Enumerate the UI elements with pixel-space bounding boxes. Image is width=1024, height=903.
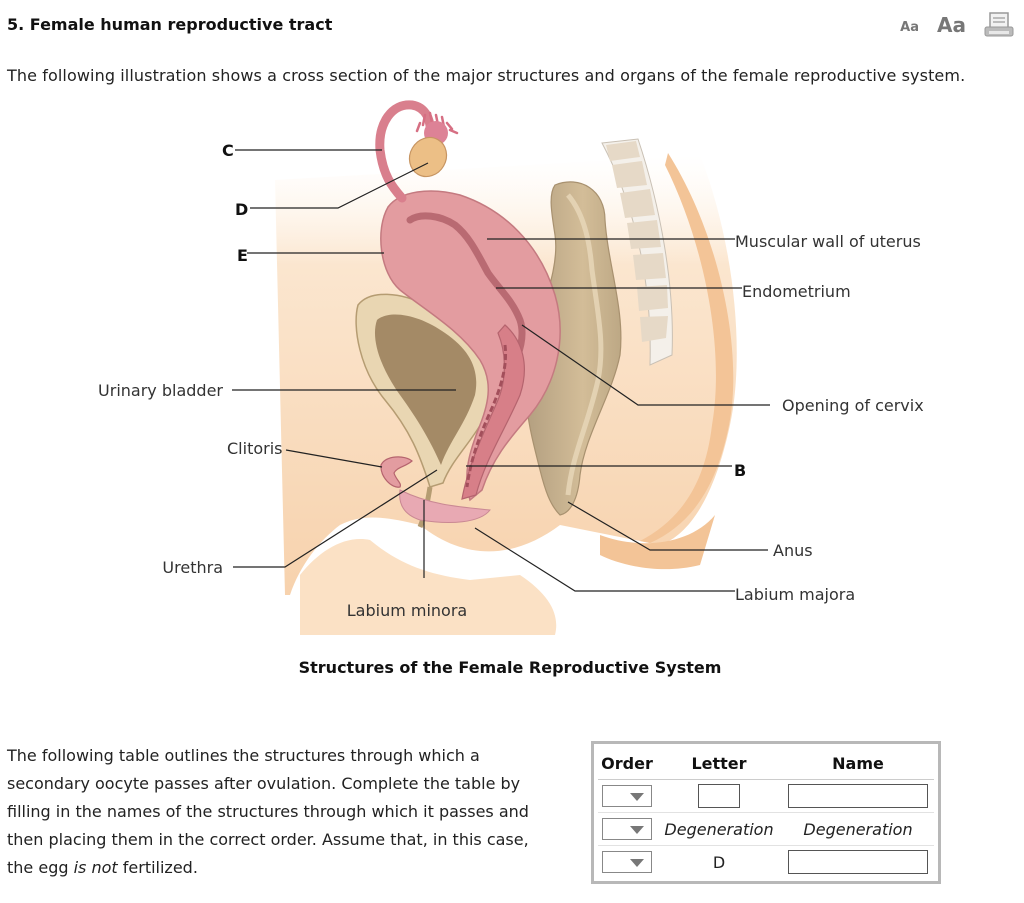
answer-table: Order Letter Name Degeneration Degenerat…: [591, 741, 941, 884]
font-size-large-button[interactable]: Aa: [937, 13, 966, 37]
table-row: D: [598, 846, 934, 879]
letter-cell: D: [712, 852, 726, 872]
uterus: [380, 190, 561, 502]
question-emphasis: is not: [73, 858, 118, 877]
table-row: [598, 779, 934, 813]
label-lines: [232, 149, 770, 592]
print-icon[interactable]: [984, 12, 1014, 38]
chevron-down-icon: [630, 793, 644, 801]
figure-caption: Structures of the Female Reproductive Sy…: [298, 658, 722, 677]
letter-input[interactable]: [698, 784, 740, 808]
label-urethra: Urethra: [162, 558, 223, 577]
spine: [601, 138, 673, 366]
ovary: [408, 136, 448, 178]
question-title: 5. Female human reproductive tract: [7, 15, 333, 34]
label-b: B: [734, 461, 746, 480]
letter-header: Letter: [656, 750, 782, 780]
labia: [399, 489, 491, 524]
label-urinary-bladder: Urinary bladder: [98, 381, 223, 400]
label-c: C: [222, 141, 234, 160]
endometrium: [406, 212, 526, 369]
thigh-skin: [300, 539, 557, 635]
label-endometrium: Endometrium: [742, 282, 851, 301]
name-header: Name: [782, 750, 934, 780]
chevron-down-icon: [630, 826, 644, 834]
name-cell: Degeneration: [803, 819, 913, 839]
clitoris: [380, 456, 413, 488]
question-text-part1: The following table outlines the structu…: [7, 746, 529, 877]
font-size-small-button[interactable]: Aa: [900, 20, 920, 35]
letter-cell: Degeneration: [664, 819, 774, 839]
question-text: The following table outlines the structu…: [7, 742, 547, 882]
label-anus: Anus: [773, 541, 813, 560]
chevron-down-icon: [630, 859, 644, 867]
reproductive-system-illustration: C D E Urinary bladder Clitoris Urethra L…: [98, 100, 924, 635]
name-input[interactable]: [788, 850, 928, 874]
order-dropdown[interactable]: [602, 785, 652, 807]
font-size-controls: Aa Aa: [900, 12, 1014, 38]
buttock-skin: [600, 515, 715, 570]
question-text-part2: fertilized.: [117, 858, 198, 877]
label-clitoris: Clitoris: [227, 439, 282, 458]
label-d: D: [235, 200, 248, 219]
intro-text: The following illustration shows a cross…: [7, 66, 966, 85]
order-header: Order: [598, 750, 656, 780]
label-muscular-wall: Muscular wall of uterus: [735, 232, 921, 251]
label-e: E: [237, 246, 248, 265]
label-opening-cervix: Opening of cervix: [782, 396, 924, 415]
label-labium-minora: Labium minora: [347, 601, 467, 620]
order-dropdown[interactable]: [602, 818, 652, 840]
name-input[interactable]: [788, 784, 928, 808]
order-dropdown[interactable]: [602, 851, 652, 873]
vagina: [461, 324, 525, 500]
table-row: Degeneration Degeneration: [598, 812, 934, 846]
back-skin: [640, 153, 734, 543]
label-labium-majora: Labium majora: [735, 585, 855, 604]
